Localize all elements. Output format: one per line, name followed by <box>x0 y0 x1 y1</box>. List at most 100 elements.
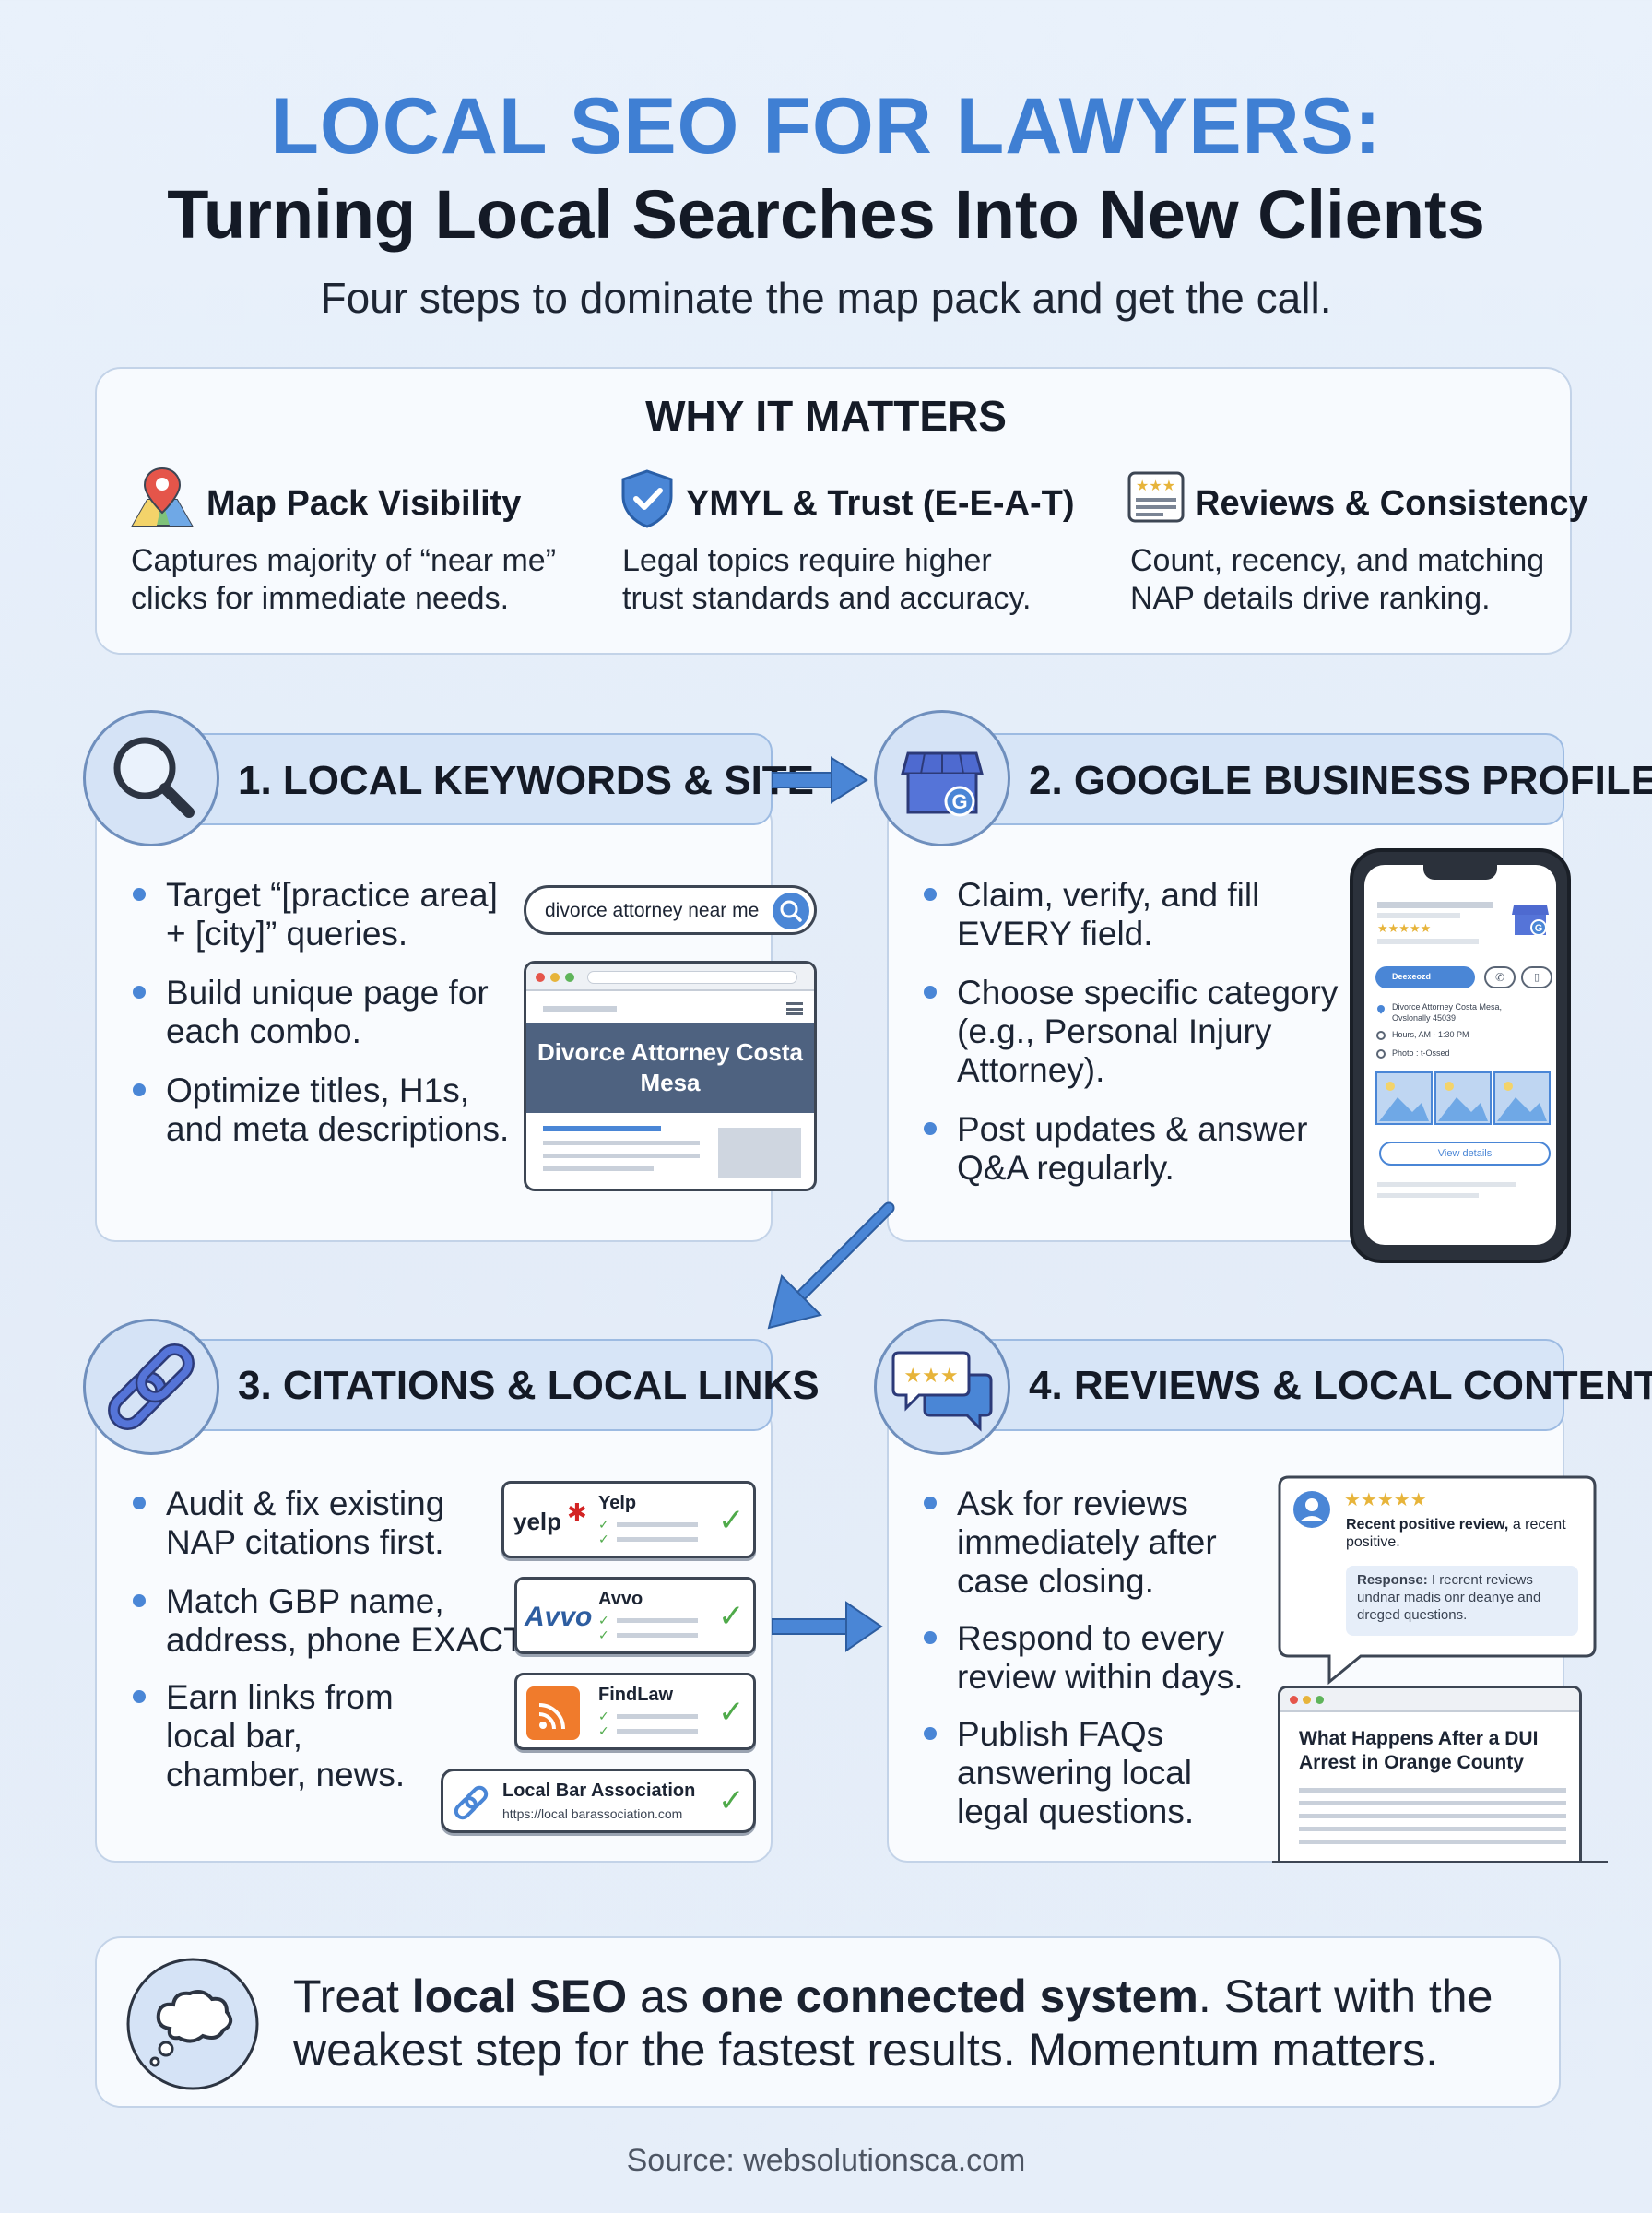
content-line <box>543 1126 661 1131</box>
listing-line <box>1377 913 1460 918</box>
g-logo-letter: G <box>951 790 967 813</box>
review-card-icon: ★★★ <box>1127 471 1185 523</box>
step1-title: 1. LOCAL KEYWORDS & SITE <box>238 758 815 803</box>
title-line2: Turning Local Searches Into New Clients <box>167 176 1485 253</box>
step2-bullet: Choose specific category(e.g., Personal … <box>922 974 1338 1090</box>
photo-thumbnails[interactable] <box>1375 1071 1551 1127</box>
step3-header <box>157 1339 773 1431</box>
citation-local-bar[interactable]: Local Bar Association https://local bara… <box>441 1769 756 1833</box>
step2-icon-circle: G <box>874 710 1010 846</box>
photo-icon <box>1376 1049 1386 1059</box>
verified-check-icon: ✓ <box>718 1503 745 1538</box>
content-line <box>543 1166 654 1171</box>
phone-notch <box>1423 865 1497 880</box>
phone-mockup: ★★★★★ G Deexeozd ✆ ▯ Divorce Attorney Co… <box>1350 848 1571 1263</box>
directions-button[interactable]: Deexeozd <box>1375 966 1475 988</box>
image-placeholder <box>718 1128 801 1178</box>
page-hero <box>526 1023 814 1113</box>
step3-icon-circle <box>83 1319 219 1455</box>
arrow-down-left-icon <box>767 1201 895 1330</box>
view-details-button[interactable]: View details <box>1379 1142 1551 1166</box>
call-button[interactable]: ✆ <box>1484 966 1516 988</box>
search-icon[interactable] <box>772 892 810 930</box>
why-heading: WHY IT MATTERS <box>645 392 1007 440</box>
findlaw-logo-icon <box>526 1686 580 1740</box>
citation-name: Yelp <box>598 1493 637 1513</box>
save-button[interactable]: ▯ <box>1521 966 1552 988</box>
address-bar <box>587 971 797 984</box>
content-line <box>543 1141 700 1145</box>
review-text: Recent positive review, a recent positiv… <box>1346 1517 1566 1550</box>
step3-title: 3. CITATIONS & LOCAL LINKS <box>238 1363 820 1408</box>
divider <box>1272 1861 1608 1863</box>
listing-line <box>1377 1193 1479 1198</box>
citation-findlaw[interactable]: FindLaw ✓✓ ✓ <box>514 1673 756 1750</box>
clock-icon <box>1376 1031 1386 1040</box>
source-credit: Source: websolutionsca.com <box>626 2143 1026 2178</box>
storefront-icon: G <box>901 751 984 817</box>
why-item-title: Map Pack Visibility <box>206 484 522 523</box>
listing-line <box>1377 1182 1516 1187</box>
maximize-dot-icon <box>1316 1696 1324 1704</box>
local-bar-url[interactable]: https://local barassociation.com <box>502 1806 683 1821</box>
link-icon <box>454 1785 489 1820</box>
step4-title: 4. REVIEWS & LOCAL CONTENT <box>1029 1363 1652 1408</box>
user-avatar-icon <box>1293 1491 1330 1528</box>
maximize-dot-icon <box>565 973 574 982</box>
title-line1: LOCAL SEO FOR LAWYERS: <box>270 82 1382 171</box>
check-small-icon: ✓✓ <box>598 1517 609 1546</box>
shield-check-icon <box>621 469 673 528</box>
minimize-dot-icon <box>550 973 560 982</box>
search-bar[interactable]: divorce attorney near me <box>524 885 817 935</box>
arrow-right-icon <box>772 756 868 804</box>
step3-bullet: Match GBP name,address, phone EXACTLY. <box>131 1582 569 1660</box>
close-dot-icon <box>1290 1696 1298 1704</box>
step1-icon-circle <box>83 710 219 846</box>
svg-text:★★★: ★★★ <box>1136 477 1175 494</box>
svg-text:★★★: ★★★ <box>903 1365 958 1388</box>
verified-check-icon: ✓ <box>718 1783 745 1818</box>
verified-check-icon: ✓ <box>718 1695 745 1730</box>
thought-bubble-icon <box>126 1958 259 2090</box>
listing-name-line <box>1377 902 1493 908</box>
check-small-icon: ✓✓ <box>598 1613 609 1642</box>
magnifier-icon <box>113 737 195 818</box>
chain-link-icon <box>108 1343 195 1430</box>
avvo-logo: Avvo <box>525 1602 593 1632</box>
business-address: Divorce Attorney Costa Mesa,Ovslonally 4… <box>1392 1002 1503 1023</box>
review-response: Response: I recrent reviews undnar madis… <box>1346 1566 1578 1636</box>
step1-header <box>157 733 773 825</box>
step1-bullet: Optimize titles, H1s,and meta descriptio… <box>131 1071 509 1149</box>
review-stars: ★★★★★ <box>1344 1488 1427 1510</box>
step4-header <box>946 1339 1564 1431</box>
chat-stars-icon: ★★★ <box>891 1351 993 1432</box>
nav-placeholder <box>543 1006 617 1012</box>
why-it-matters-card <box>95 367 1572 655</box>
step2-header <box>946 733 1564 825</box>
local-bar-name: Local Bar Association <box>502 1781 696 1801</box>
close-dot-icon <box>536 973 545 982</box>
why-item-title: YMYL & Trust (E-E-A-T) <box>686 484 1075 523</box>
citation-name: Avvo <box>598 1589 643 1609</box>
menu-icon[interactable] <box>786 1002 803 1015</box>
yelp-logo: yelp <box>513 1508 562 1535</box>
map-pin-icon <box>131 467 194 527</box>
citation-yelp[interactable]: yelp ✱ Yelp ✓✓ ✓ <box>502 1481 756 1558</box>
citation-avvo[interactable]: Avvo Avvo ✓✓ ✓ <box>514 1577 756 1654</box>
citation-name: FindLaw <box>598 1685 674 1705</box>
minimize-dot-icon <box>1303 1696 1311 1704</box>
storefront-icon: G <box>1512 905 1549 936</box>
step4-icon-circle: ★★★ <box>874 1319 1010 1455</box>
